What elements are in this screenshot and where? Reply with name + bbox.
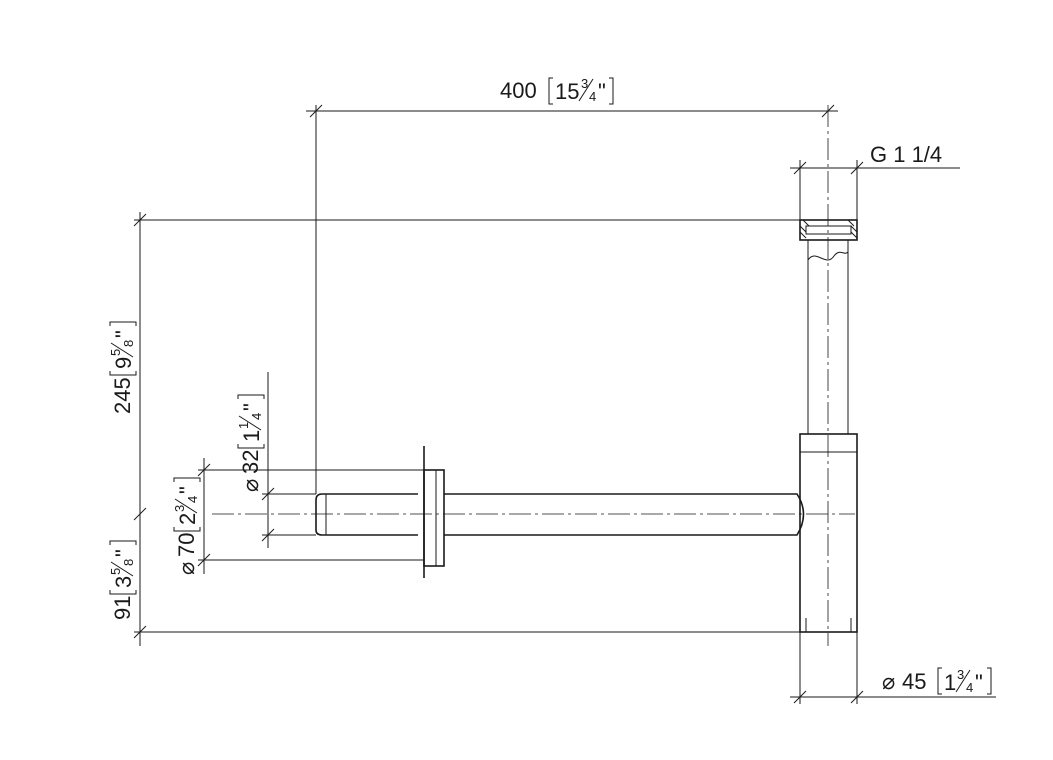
body-dia-numerator: 3: [957, 667, 964, 682]
rosette-dia-unit: ": [175, 486, 200, 494]
height-unit: ": [111, 330, 136, 338]
pipe-dia-symbol: ⌀: [238, 479, 263, 492]
dimension-pipe-diameter: ⌀ 32 1 1 4 ": [236, 372, 316, 548]
thread-label: G 1 1/4: [870, 142, 942, 167]
height-denominator: 8: [121, 340, 136, 347]
dimension-outlet-height: 91 3 5 8 ": [108, 508, 800, 646]
rosette-dia-symbol: ⌀: [174, 562, 199, 575]
rosette-dia-whole: 2: [175, 513, 200, 525]
outlet-height-whole: 3: [111, 576, 136, 588]
outlet-pipe: [444, 493, 805, 536]
pipe-dia-value: 32: [238, 450, 263, 474]
body-dia-denominator: 4: [966, 680, 973, 695]
width-value: 400: [500, 78, 537, 103]
width-numerator: 3: [581, 76, 588, 91]
body-dia-value: 45: [902, 669, 926, 694]
body-dia-unit: ": [975, 670, 983, 695]
rosette-dia-value: 70: [174, 533, 199, 557]
dimension-thread: G 1 1/4: [790, 142, 960, 220]
pipe-dia-unit: ": [239, 403, 264, 411]
dimension-width: 400 15 3 4 ": [306, 76, 838, 494]
thread-nut: [799, 219, 858, 241]
rosette-dia-numerator: 3: [172, 505, 187, 512]
width-whole: 15: [555, 79, 579, 104]
height-whole: 9: [111, 357, 136, 369]
body-dia-symbol: ⌀: [882, 669, 895, 694]
dimension-body-diameter: ⌀ 45 1 3 4 ": [790, 632, 996, 704]
dimension-rosette-diameter: ⌀ 70 2 3 4 ": [172, 458, 424, 575]
height-numerator: 5: [108, 349, 123, 356]
center-lines: [212, 105, 855, 646]
width-denominator: 4: [589, 89, 596, 104]
dimension-height: 245 9 5 8 ": [108, 212, 800, 521]
outlet-height-value: 91: [110, 596, 135, 620]
outlet-height-unit: ": [111, 549, 136, 557]
pipe-dia-whole: 1: [239, 430, 264, 442]
pipe-dia-denominator: 4: [249, 413, 264, 420]
outlet-height-numerator: 5: [108, 568, 123, 575]
bottle-body: [799, 433, 858, 633]
pipe-dia-numerator: 1: [236, 422, 251, 429]
wall-rosette: [423, 469, 445, 567]
height-value: 245: [110, 377, 135, 414]
width-unit: ": [598, 79, 606, 104]
body-dia-whole: 1: [944, 670, 956, 695]
rosette-dia-denominator: 4: [185, 496, 200, 503]
bottle-trap-outline: [315, 219, 858, 633]
outlet-height-denominator: 8: [121, 559, 136, 566]
